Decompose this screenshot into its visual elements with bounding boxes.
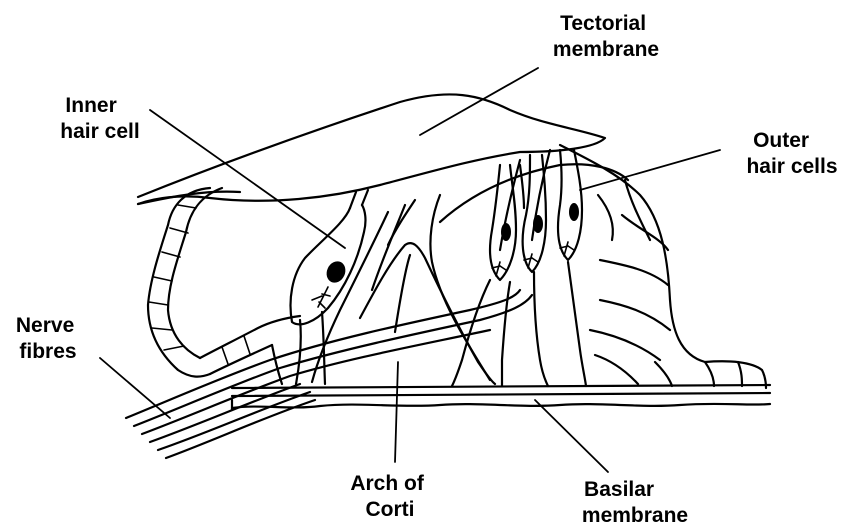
supporting-cells-right xyxy=(440,145,766,388)
leader-lines xyxy=(100,68,720,472)
nerve-fibres-label: Nerve fibres xyxy=(16,314,80,363)
basilar-membrane xyxy=(232,385,770,410)
tectorial-label: Tectorial membrane xyxy=(553,12,659,61)
inner-sulcus-cells xyxy=(148,188,300,377)
inner-hair-cell-label: Inner hair cell xyxy=(60,94,139,143)
nerve-fibres-leader xyxy=(100,358,170,418)
outer-hair-cells-leader xyxy=(580,150,720,190)
inner-hair-cell xyxy=(291,190,368,324)
arch-of-corti-label: Arch of Corti xyxy=(350,472,429,521)
basilar-leader xyxy=(535,400,608,472)
basilar-label: Basilar membrane xyxy=(582,478,688,527)
outer-hair-cells-label: Outer hair cells xyxy=(746,129,837,178)
arch-of-corti-leader xyxy=(395,362,398,462)
tectorial-leader xyxy=(420,68,538,135)
